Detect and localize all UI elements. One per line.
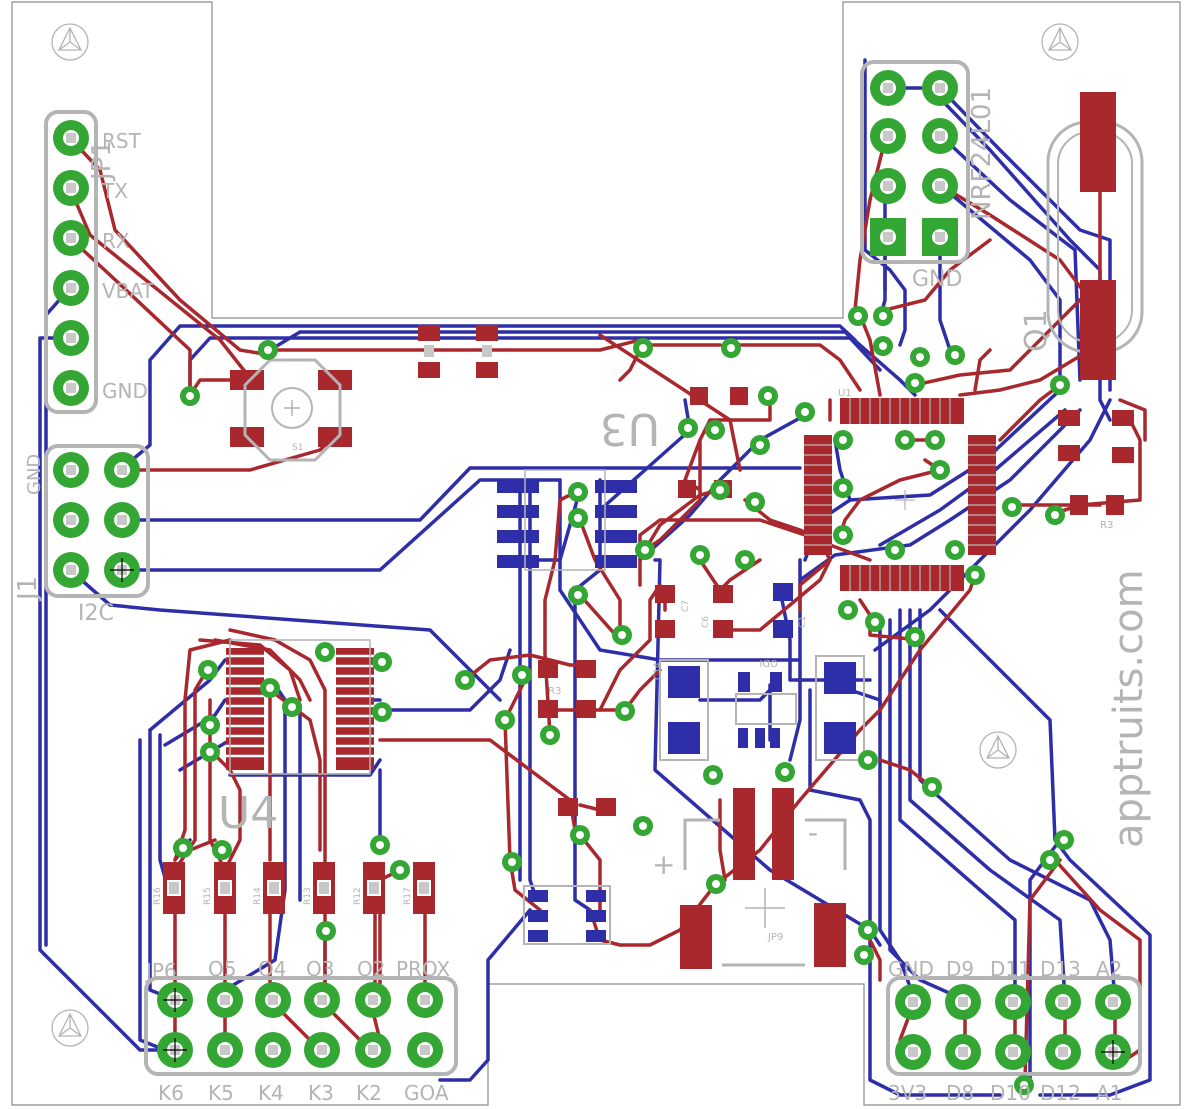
header-label: GND: [888, 957, 934, 981]
header-label: GOA: [404, 1081, 449, 1105]
label-odi: ODI: [759, 657, 778, 668]
label-s1: S1: [292, 443, 303, 453]
label-r13: R13: [303, 887, 313, 905]
capacitor-group: [538, 387, 793, 816]
header-label: K6: [158, 1081, 184, 1105]
header-io-right: [886, 976, 1142, 1076]
fiducial-icon: [51, 23, 89, 61]
switch-s1: [230, 358, 352, 462]
resistor-row: [163, 862, 435, 914]
header-jp1: [44, 110, 98, 414]
label-r14: R14: [253, 887, 263, 905]
chip-u3: [497, 469, 637, 571]
regulator-odi: [659, 655, 865, 761]
header-label: O4: [258, 957, 286, 981]
label-r3-right: R3: [1100, 520, 1113, 531]
label-gnd: GND: [102, 379, 148, 403]
label-u1: U1: [838, 388, 852, 399]
header-nrf24l01: [860, 60, 970, 264]
board-outline: [11, 1, 1181, 1106]
header-label: K2: [356, 1081, 382, 1105]
right-bottom-labels: 3V3 D8 D10 D12 A1: [888, 1081, 1122, 1105]
label-plus: +: [652, 848, 675, 881]
label-j1: J1: [13, 576, 43, 602]
label-u4: U4: [218, 788, 278, 839]
header-label: D10: [990, 1081, 1031, 1105]
chip-u4: [226, 639, 374, 775]
label-brand: apptruits.com: [1106, 569, 1152, 848]
label-nrf: NRF24L01: [967, 87, 997, 220]
label-r16: R16: [153, 887, 163, 905]
label-gnd-vertical: GND: [24, 454, 45, 495]
header-label: D8: [946, 1081, 974, 1105]
header-label: K4: [258, 1081, 284, 1105]
label-r15: R15: [203, 887, 213, 905]
fiducial-icon: [51, 1009, 89, 1047]
resistor-pair-right: [1058, 410, 1134, 515]
header-label: A2: [1096, 957, 1122, 981]
header-jp6: [144, 976, 458, 1076]
header-label: K5: [208, 1081, 234, 1105]
label-jp9: JP9: [767, 932, 783, 943]
header-label: O3: [306, 957, 334, 981]
header-label: O5: [208, 957, 236, 981]
resistor-pair: [418, 325, 498, 378]
label-r12: R12: [353, 887, 363, 905]
label-tx: TX: [101, 179, 128, 203]
header-label: K3: [308, 1081, 334, 1105]
label-jp1: JP1: [87, 140, 117, 182]
chip-u1: [804, 398, 996, 591]
label-vbat: VBAT: [102, 279, 155, 303]
header-label: JP6: [144, 959, 177, 983]
label-c1: C1: [798, 616, 808, 628]
right-top-labels: GND D9 D11 D13 A2: [888, 957, 1122, 981]
label-q1: Q1: [1019, 309, 1054, 352]
label-u3: U3: [600, 403, 660, 454]
header-label: A1: [1096, 1081, 1122, 1105]
label-rx: RX: [102, 229, 130, 253]
header-label: 3V3: [888, 1081, 927, 1105]
header-j1: [44, 444, 150, 598]
label-c14: C14: [653, 662, 663, 680]
label-i2c: I2C: [78, 601, 114, 626]
header-label: D13: [1040, 957, 1081, 981]
battery-jp9: [680, 788, 847, 969]
header-label: O2: [357, 957, 385, 981]
label-c7: C7: [681, 600, 691, 612]
crystal-q1: [1046, 92, 1144, 380]
fiducial-icon: [979, 731, 1017, 769]
header-label: D11: [990, 957, 1031, 981]
fiducial-icon: [1041, 23, 1079, 61]
label-r17: R17: [403, 887, 413, 905]
jp6-bottom-labels: K6 K5 K4 K3 K2 GOA: [158, 1081, 449, 1105]
top-copper-traces: [68, 108, 1147, 1082]
vias: [173, 306, 1074, 1095]
label-rst: RST: [102, 129, 142, 153]
label-minus: -: [808, 816, 818, 849]
header-label: PROX: [396, 957, 450, 981]
label-c6: C6: [701, 616, 711, 628]
jp6-top-labels: JP6 O5 O4 O3 O2 PROX: [144, 957, 450, 983]
label-r3: R3: [548, 686, 561, 697]
silkscreen-labels: RST JP1 TX RX VBAT GND GND J1 I2C U3 U4 …: [13, 87, 1152, 943]
header-label: D9: [946, 957, 974, 981]
small-chip: [523, 885, 611, 945]
label-gnd-nrf: GND: [912, 267, 962, 292]
header-label: D12: [1040, 1081, 1081, 1105]
